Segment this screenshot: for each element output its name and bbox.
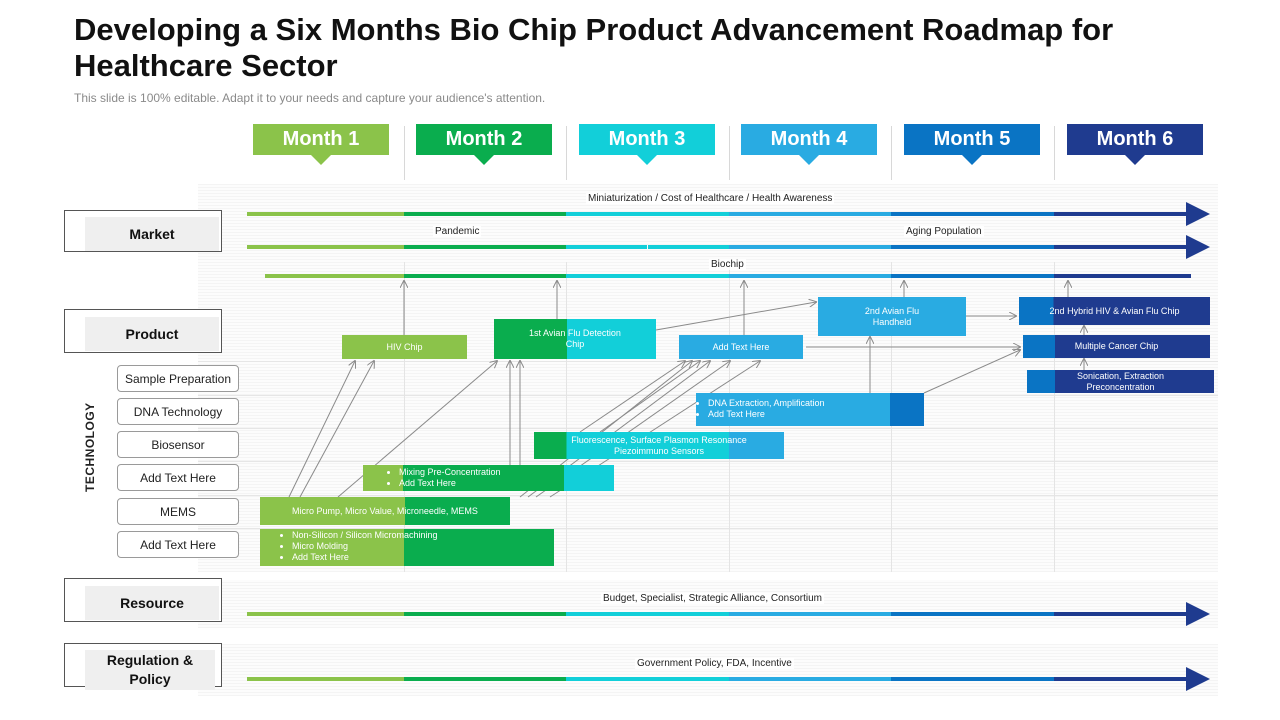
non-silicon-item-2: Micro Molding (292, 541, 554, 552)
page-subtitle: This slide is 100% editable. Adapt it to… (74, 91, 546, 105)
market-bar-1-label: Miniaturization / Cost of Healthcare / H… (586, 193, 835, 204)
mixing-box: Mixing Pre-Concentration Add Text Here (363, 465, 614, 491)
product-label: Product (85, 317, 219, 351)
non-silicon-item-1: Non-Silicon / Silicon Micromachining (292, 530, 554, 541)
avian-flu-handheld-box: 2nd Avian Flu Handheld (818, 297, 966, 336)
month-6-arrow (1125, 155, 1145, 165)
month-5-arrow (962, 155, 982, 165)
month-separator (729, 126, 730, 180)
month-6-header: Month 6 (1067, 124, 1203, 165)
row-divider (198, 428, 1218, 429)
hybrid-hiv-box: 2nd Hybrid HIV & Avian Flu Chip (1019, 297, 1210, 325)
resource-label: Resource (85, 586, 219, 620)
regulation-category: Regulation & Policy (64, 643, 222, 690)
tech-item-mems: MEMS (117, 498, 239, 525)
month-1-header: Month 1 (253, 124, 389, 165)
month-2-arrow (474, 155, 494, 165)
month-3-label: Month 3 (608, 128, 686, 150)
market-label: Market (85, 217, 219, 251)
row-divider (198, 461, 1218, 462)
mixing-item-1: Mixing Pre-Concentration (399, 467, 614, 478)
market-bar-pandemic-label: Pandemic (433, 226, 482, 237)
row-divider (198, 361, 1218, 362)
technology-label: TECHNOLOGY (83, 402, 97, 492)
avian-flu-handheld-label: 2nd Avian Flu Handheld (864, 305, 920, 327)
month-separator (404, 126, 405, 180)
tech-item-add-text-1: Add Text Here (117, 464, 239, 491)
resource-bar-label: Budget, Specialist, Strategic Alliance, … (601, 593, 824, 604)
multiple-cancer-box: Multiple Cancer Chip (1023, 335, 1210, 358)
mixing-item-2: Add Text Here (399, 478, 614, 489)
resource-category: Resource (64, 578, 222, 622)
regulation-label: Regulation & Policy (85, 650, 215, 690)
resource-panel (198, 580, 1218, 628)
fluorescence-label: Fluorescence, Surface Plasmon Resonance … (571, 434, 747, 456)
month-2-header: Month 2 (416, 124, 552, 165)
regulation-panel (198, 644, 1218, 696)
month-3-header: Month 3 (579, 124, 715, 165)
market-bar-biochip-label: Biochip (709, 259, 746, 270)
fluorescence-box: Fluorescence, Surface Plasmon Resonance … (534, 432, 784, 459)
dna-extraction-box: DNA Extraction, Amplification Add Text H… (696, 393, 924, 426)
month-2-label: Month 2 (445, 128, 523, 150)
month-5-label: Month 5 (933, 128, 1011, 150)
month-separator (566, 126, 567, 180)
market-bar-aging-label: Aging Population (904, 226, 984, 237)
tech-item-sample-preparation: Sample Preparation (117, 365, 239, 392)
non-silicon-box: Non-Silicon / Silicon Micromachining Mic… (260, 529, 554, 566)
market-category: Market (64, 210, 222, 252)
month-1-label: Month 1 (282, 128, 360, 150)
month-3-arrow (637, 155, 657, 165)
grid-line (1054, 262, 1055, 572)
micro-pump-box: Micro Pump, Micro Value, Microneedle, ME… (260, 497, 510, 525)
month-1-arrow (311, 155, 331, 165)
row-divider (198, 528, 1218, 529)
add-text-product-box: Add Text Here (679, 335, 803, 359)
dna-extraction-item-1: DNA Extraction, Amplification (708, 398, 924, 409)
month-separator (891, 126, 892, 180)
hiv-chip-box: HIV Chip (342, 335, 467, 359)
month-separator (1054, 126, 1055, 180)
avian-flu-detection-label: 1st Avian Flu Detection Chip (529, 328, 621, 349)
tech-item-add-text-2: Add Text Here (117, 531, 239, 558)
tech-item-biosensor: Biosensor (117, 431, 239, 458)
month-5-header: Month 5 (904, 124, 1040, 165)
month-4-arrow (799, 155, 819, 165)
non-silicon-item-3: Add Text Here (292, 552, 554, 563)
grid-line (566, 262, 567, 572)
dna-extraction-item-2: Add Text Here (708, 409, 924, 420)
page-title: Developing a Six Months Bio Chip Product… (74, 12, 1114, 83)
tech-item-dna-technology: DNA Technology (117, 398, 239, 425)
month-4-label: Month 4 (770, 128, 848, 150)
product-category: Product (64, 309, 222, 353)
grid-line (404, 262, 405, 572)
regulation-bar-label: Government Policy, FDA, Incentive (635, 658, 794, 669)
sonication-label: Sonication, Extraction Preconcentration (1076, 370, 1165, 392)
month-4-header: Month 4 (741, 124, 877, 165)
row-divider (198, 495, 1218, 496)
month-6-label: Month 6 (1096, 128, 1174, 150)
avian-flu-detection-box: 1st Avian Flu Detection Chip (494, 319, 656, 359)
sonication-box: Sonication, Extraction Preconcentration (1027, 370, 1214, 393)
